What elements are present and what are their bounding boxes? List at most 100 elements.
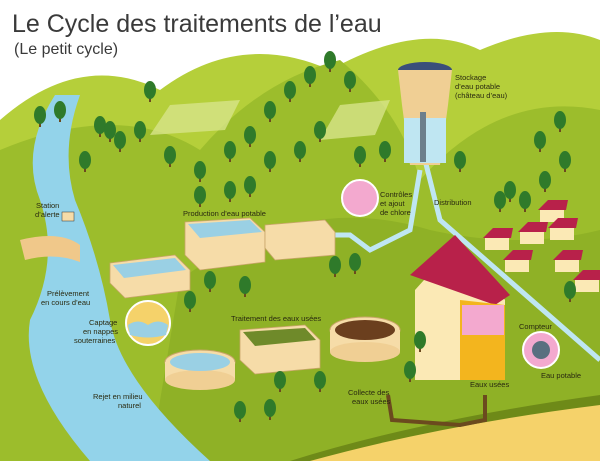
- label-controles: Contrôles et ajout de chlore: [380, 190, 412, 217]
- label-distribution: Distribution: [434, 198, 472, 207]
- tree: [284, 81, 296, 102]
- tree: [194, 186, 206, 207]
- village-house: [553, 250, 583, 272]
- tree: [234, 401, 246, 422]
- tree: [519, 191, 531, 212]
- tree: [114, 131, 126, 152]
- page-title: Le Cycle des traitements de l’eau: [12, 10, 382, 38]
- svg-text:Stockage: Stockage: [455, 73, 486, 82]
- filtration-tank: [109, 254, 191, 299]
- tree: [564, 281, 576, 302]
- tree: [184, 291, 196, 312]
- tree: [304, 66, 316, 87]
- tree: [244, 176, 256, 197]
- ground: [310, 405, 600, 461]
- tree: [534, 131, 546, 152]
- tree: [264, 101, 276, 122]
- wastewater-basin-square: [239, 324, 321, 375]
- svg-text:souterraines: souterraines: [74, 336, 116, 345]
- svg-text:naturel: naturel: [118, 401, 141, 410]
- tree: [494, 191, 506, 212]
- tree: [264, 399, 276, 420]
- tree: [414, 331, 426, 352]
- tree: [314, 121, 326, 142]
- dam: [20, 236, 80, 262]
- tree: [104, 121, 116, 142]
- village-house: [548, 218, 578, 240]
- storage-tank: [264, 219, 336, 261]
- tree: [324, 51, 336, 72]
- tree: [314, 371, 326, 392]
- village-house: [503, 250, 533, 272]
- chlorine-icon: [341, 179, 379, 217]
- tree: [379, 141, 391, 162]
- tree: [354, 146, 366, 167]
- tree: [94, 116, 106, 137]
- tree: [554, 111, 566, 132]
- label-production: Production d’eau potable: [183, 209, 266, 218]
- village-house: [483, 228, 513, 250]
- tree: [144, 81, 156, 102]
- distribution-main-pipe: [422, 159, 600, 362]
- wastewater-basin-sludge: [329, 316, 401, 362]
- label-stockage: Stockage d’eau potable (château d’eau): [455, 73, 508, 100]
- label-traitement: Traitement des eaux usées: [231, 314, 321, 323]
- tree: [294, 141, 306, 162]
- field: [150, 100, 240, 135]
- village-house: [573, 270, 600, 292]
- label-collecte: Collecte des eaux usées: [348, 388, 391, 406]
- tree: [329, 256, 341, 277]
- distribution-pipe: [330, 169, 423, 253]
- label-station-alerte: Station d’alerte: [35, 201, 60, 219]
- tree: [244, 126, 256, 147]
- tree: [454, 151, 466, 172]
- tree: [349, 253, 361, 274]
- tree: [559, 151, 571, 172]
- field: [320, 100, 390, 140]
- svg-text:Rejet en milieu: Rejet en milieu: [93, 392, 143, 401]
- svg-text:Captage: Captage: [89, 318, 117, 327]
- tree: [134, 121, 146, 142]
- tree: [54, 101, 66, 122]
- label-compteur: Compteur: [519, 322, 552, 331]
- svg-text:en nappes: en nappes: [83, 327, 118, 336]
- main-house: [410, 235, 510, 380]
- page-subtitle: (Le petit cycle): [14, 41, 118, 58]
- label-eau-potable: Eau potable: [541, 371, 581, 380]
- tree: [344, 71, 356, 92]
- svg-text:Prélèvement: Prélèvement: [47, 289, 90, 298]
- svg-text:de chlore: de chlore: [380, 208, 411, 217]
- svg-text:(château d’eau): (château d’eau): [455, 91, 508, 100]
- tree: [224, 141, 236, 162]
- tree: [404, 361, 416, 382]
- svg-text:eaux usées: eaux usées: [352, 397, 391, 406]
- label-captage: Captage en nappes souterraines: [74, 318, 118, 345]
- river: [28, 95, 210, 461]
- svg-text:d’alerte: d’alerte: [35, 210, 60, 219]
- svg-text:en cours d’eau: en cours d’eau: [41, 298, 90, 307]
- svg-text:Contrôles: Contrôles: [380, 190, 412, 199]
- tree: [164, 146, 176, 167]
- tree: [274, 371, 286, 392]
- svg-text:d’eau potable: d’eau potable: [455, 82, 500, 91]
- village: [483, 200, 600, 292]
- village-house: [518, 222, 548, 244]
- tree: [204, 271, 216, 292]
- label-rejet: Rejet en milieu naturel: [93, 392, 143, 410]
- label-eaux-usees: Eaux usées: [470, 380, 509, 389]
- tree: [224, 181, 236, 202]
- tree: [34, 106, 46, 127]
- groundwater: [128, 321, 168, 338]
- meter-dial: [532, 341, 550, 359]
- wastewater-basin-round: [164, 349, 236, 390]
- tree: [194, 161, 206, 182]
- svg-text:Station: Station: [36, 201, 59, 210]
- sewer-pipe: [386, 394, 487, 428]
- tree: [79, 151, 91, 172]
- tree: [239, 276, 251, 297]
- alert-station-hut: [61, 211, 75, 222]
- svg-text:Collecte des: Collecte des: [348, 388, 390, 397]
- production-tank: [184, 217, 266, 271]
